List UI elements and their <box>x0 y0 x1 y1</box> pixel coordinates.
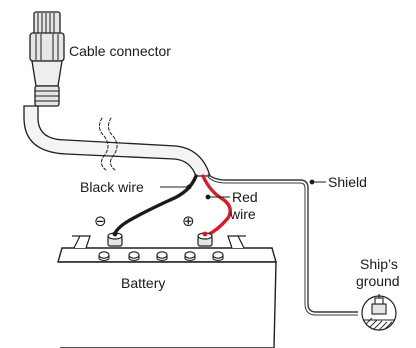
battery-handle-right <box>227 235 246 249</box>
cable-connector-label: Cable connector <box>69 43 171 59</box>
battery-cell-caps <box>98 251 224 262</box>
ships-ground-label-line2: ground <box>356 273 400 289</box>
main-cable <box>23 105 211 177</box>
red-wire <box>201 174 232 238</box>
leader-lines <box>160 181 326 198</box>
ships-ground <box>361 294 397 331</box>
shield-label: Shield <box>328 174 367 190</box>
cable-connector <box>29 11 65 107</box>
red-wire-label-line1: Red <box>232 189 258 205</box>
battery-handle-left <box>72 235 91 249</box>
black-wire-label: Black wire <box>80 179 144 195</box>
negative-terminal <box>107 231 123 247</box>
positive-terminal <box>197 231 213 247</box>
red-wire-leader-dot <box>205 194 211 200</box>
black-wire <box>112 174 198 238</box>
positive-polarity-symbol: ⊕ <box>182 212 195 230</box>
shield-leader-dot <box>309 179 315 185</box>
battery-label: Battery <box>121 275 165 291</box>
ships-ground-label-line1: Ship’s <box>360 256 398 272</box>
negative-polarity-symbol: ⊖ <box>94 212 107 230</box>
shield-wire <box>207 173 358 316</box>
battery <box>57 231 277 348</box>
black-wire-leader-dot <box>186 184 192 190</box>
red-wire-label-line2: wire <box>229 206 256 222</box>
